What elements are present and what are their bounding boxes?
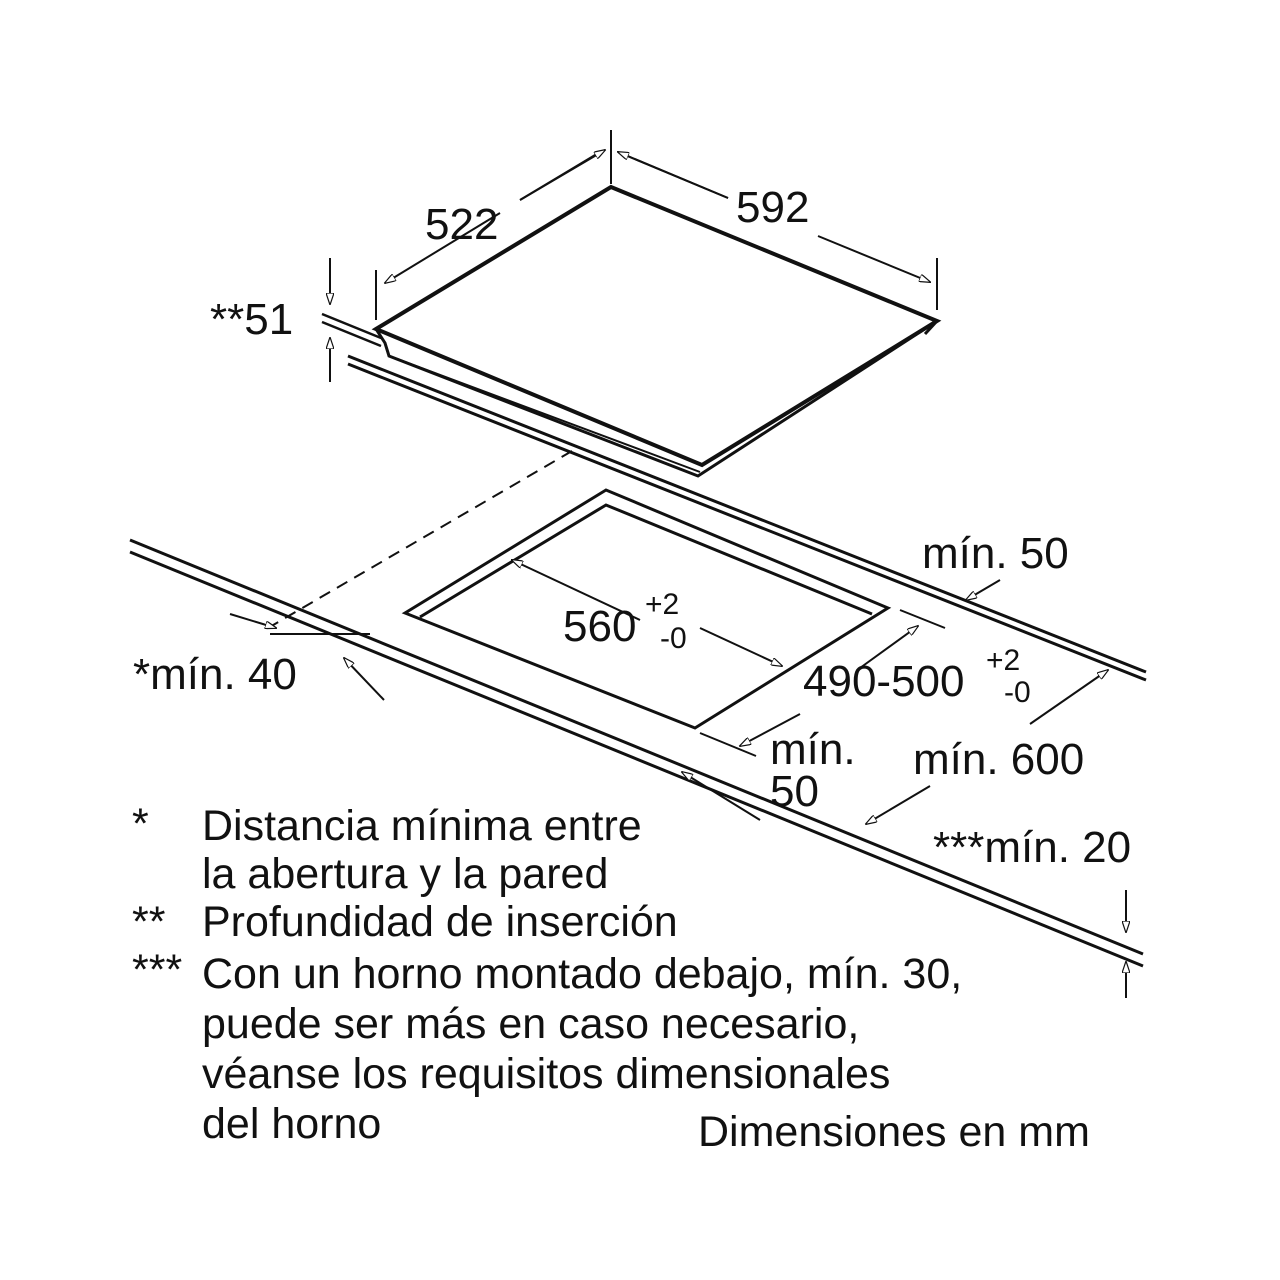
hob-base [388,355,701,473]
footnote-mark-1: * [132,800,149,848]
footnote-3-line-3: véanse los requisitos dimensionales [202,1050,891,1098]
cutout [401,488,892,730]
label-min-front-1: mín. [770,725,856,774]
label-insertion-depth: **51 [210,295,293,344]
footnote-3-line-4: del horno [202,1100,382,1148]
footnote-3-line-2: puede ser más en caso necesario, [202,1000,860,1048]
label-min-back: mín. 50 [922,529,1069,578]
label-cutout-depth: 490-500 [803,657,964,706]
footnote-1-line-1: Distancia mínima entre [202,802,642,850]
label-min-depth: mín. 600 [913,735,1084,784]
label-cutout-width-tol-minus: -0 [660,622,687,655]
label-min-thickness: ***mín. 20 [933,823,1131,872]
footnote-mark-3: *** [132,946,183,994]
dimension-lines [229,130,1126,998]
label-cutout-depth-tol-plus: +2 [986,644,1020,677]
cutout-outline [401,488,892,730]
footnote-1-line-2: la abertura y la pared [202,850,609,898]
units-note: Dimensiones en mm [698,1108,1090,1156]
footnote-2-line-1: Profundidad de inserción [202,898,678,946]
label-cutout-depth-tol-minus: -0 [1004,676,1031,709]
label-522: 522 [425,200,498,249]
worktop-edge-upper [321,312,1147,682]
footnote-3-line-1: Con un horno montado debajo, mín. 30, [202,950,963,998]
footnote-mark-2: ** [132,898,166,946]
label-cutout-width: 560 [563,602,636,651]
hob [371,184,942,478]
label-592: 592 [736,183,809,232]
label-cutout-width-tol-plus: +2 [645,588,679,621]
label-min-wall: *mín. 40 [133,650,297,699]
cutout-inner-edge [419,503,873,619]
hob-side-edge [923,319,939,336]
worktop-edge-front [129,538,1144,968]
label-min-front-2: 50 [770,767,819,816]
